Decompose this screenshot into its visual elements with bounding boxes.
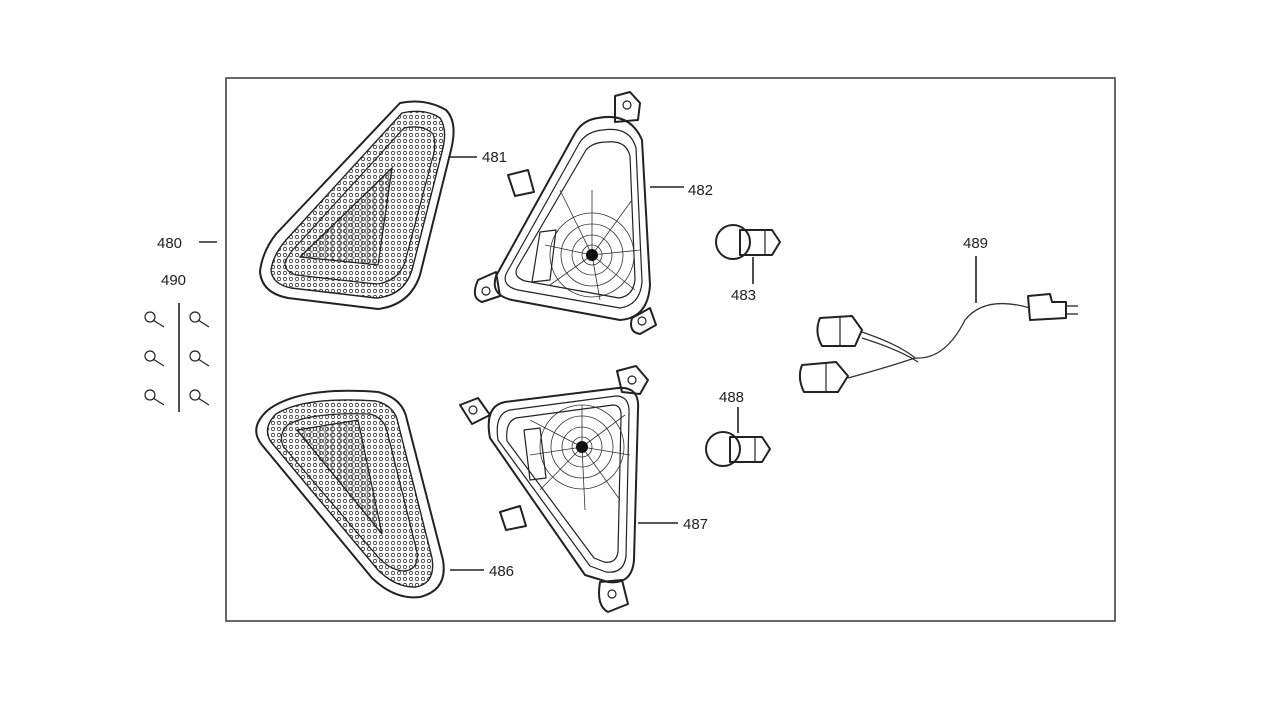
housing-lower-icon	[459, 365, 649, 613]
screws-icon	[144, 303, 210, 412]
housing-upper-icon	[473, 91, 657, 335]
label-487: 487	[683, 516, 708, 533]
front-lens-upper-icon	[259, 100, 455, 310]
diagram-frame	[225, 77, 1116, 622]
label-481: 481	[482, 149, 507, 166]
label-488: 488	[719, 389, 744, 406]
label-483: 483	[731, 287, 756, 304]
label-486: 486	[489, 563, 514, 580]
bulb-upper-icon	[715, 224, 781, 260]
label-490: 490	[161, 272, 186, 289]
wiring-harness-icon	[798, 293, 1078, 393]
label-489: 489	[963, 235, 988, 252]
bulb-lower-icon	[705, 431, 771, 467]
front-lens-lower-icon	[255, 389, 445, 599]
label-480: 480	[157, 235, 182, 252]
label-482: 482	[688, 182, 713, 199]
